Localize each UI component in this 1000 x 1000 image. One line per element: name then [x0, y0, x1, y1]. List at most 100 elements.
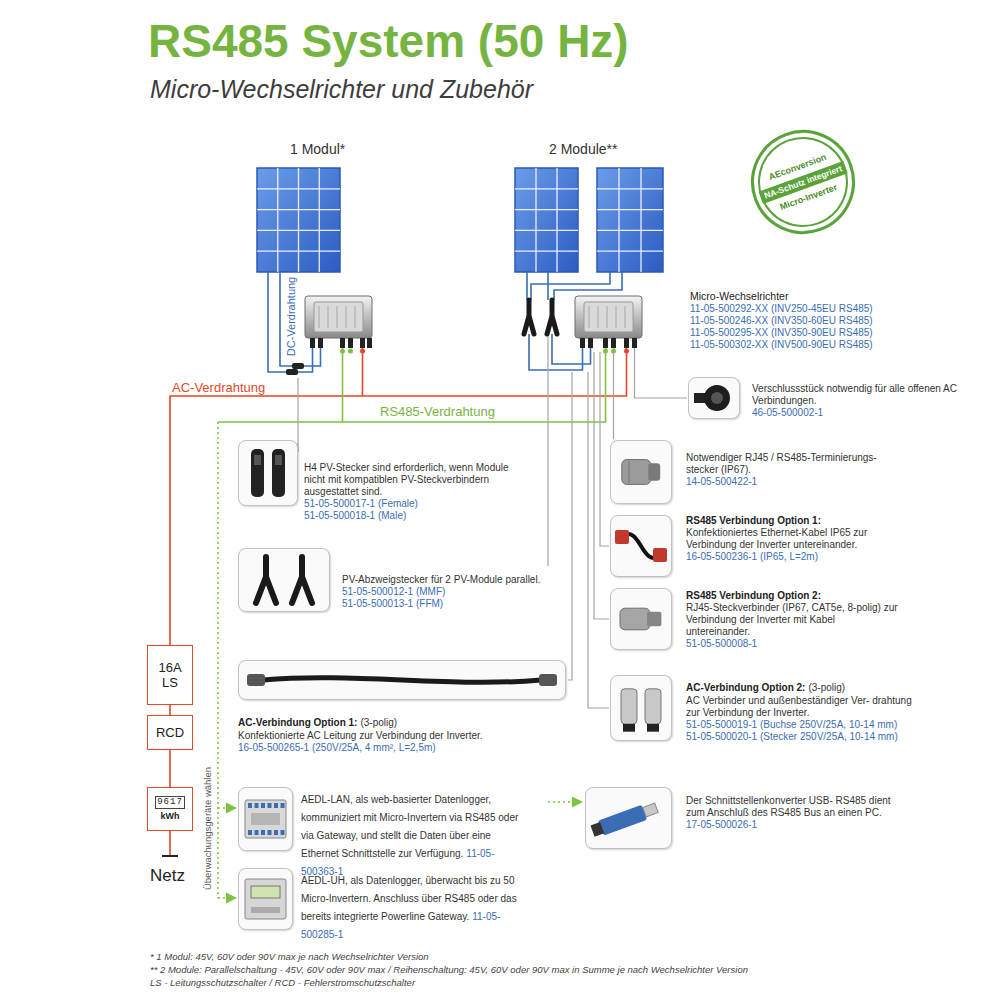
accessory-callout: H4 PV-Stecker sind erforderlich, wenn Mo…: [238, 440, 529, 522]
product-icon: [611, 516, 671, 576]
rcd-box: RCD: [147, 715, 193, 750]
device-label: RCD: [154, 725, 186, 740]
product-icon: [239, 869, 292, 929]
accessory-callout: AC-Verbindung Option 2:(3-polig)AC Verbi…: [610, 675, 926, 743]
description-text: Konfektioniertes Ethernet-Kabel IP65 zur…: [686, 527, 901, 551]
callout-text: Verschlussstück notwendig für alle offen…: [752, 383, 967, 419]
accessory-callout: PV-Abzweigstecker für 2 PV-Module parall…: [238, 548, 542, 612]
product-icon: [611, 441, 671, 503]
part-number: 51-05-500020-1 (Stecker 250V/25A, 10-14 …: [686, 731, 926, 743]
certification-badge: AEconversionNA-Schutz integriertMicro-In…: [736, 115, 869, 248]
description-text: PV-Abzweigstecker für 2 PV-Module parall…: [342, 574, 542, 586]
usb-line: [548, 801, 582, 803]
dc-wire: [547, 272, 549, 300]
pv-plug: [292, 363, 304, 369]
pin-count: (3-polig): [808, 682, 845, 693]
solar-panel: [597, 168, 663, 272]
footnote: LS - Leitungsschutzschalter / RCD - Fehl…: [150, 977, 415, 988]
footnote: * 1 Modul: 45V, 60V oder 90V max je nach…: [150, 951, 429, 962]
description-text: AC Verbinder und außenbeständiger Ver- d…: [686, 695, 926, 719]
branch-connector: [547, 300, 557, 334]
product-icon: [689, 378, 739, 418]
monitor-line: [217, 422, 219, 898]
callout-text: AEDL-LAN, als web-basierter Datenlogger,…: [301, 789, 529, 879]
callout-text: Notwendiger RJ45 / RS485-Terminierungs- …: [686, 452, 901, 488]
solar-panel: [257, 168, 340, 272]
grid-terminal: [162, 855, 178, 857]
dc-wire: [526, 272, 528, 300]
callout-text: AC-Verbindung Option 2:(3-polig)AC Verbi…: [686, 677, 926, 743]
leader-line: [568, 372, 572, 680]
micro-inverter: [575, 296, 642, 354]
monitor-line: [218, 807, 236, 809]
callout-frame: [610, 440, 672, 504]
ac-connector: [169, 705, 171, 715]
part-number: 11-05-500292-XX (INV250-45EU RS485): [690, 303, 873, 315]
part-number: 51-05-500008-1: [686, 638, 901, 650]
ac-wire: [169, 831, 171, 856]
leader-line: [613, 348, 614, 439]
device-label: 16A LS: [154, 660, 186, 690]
callout-text: PV-Abzweigstecker für 2 PV-Module parall…: [342, 574, 542, 610]
part-number: 11-05-500246-XX (INV350-60EU RS485): [690, 315, 873, 327]
leader-line: [547, 336, 548, 566]
meter-reading: 9617: [155, 796, 185, 809]
callout-text: AEDL-UH, als Datenlogger, überwacht bis …: [301, 870, 529, 942]
callout-text: Der Schnittstellenkonverter USB- RS485 d…: [686, 795, 891, 831]
part-number: 46-05-500002-1: [752, 407, 967, 419]
leader-line: [594, 352, 609, 619]
leader-line: [600, 352, 609, 546]
leader-line: [588, 372, 609, 708]
description-text: Konfektionierte AC Leitung zur Verbindun…: [238, 730, 568, 742]
ac-wire: [362, 348, 364, 396]
callout-frame: [610, 675, 672, 741]
description-text: H4 PV-Stecker sind erforderlich, wenn Mo…: [304, 462, 529, 498]
ac-wire: [170, 348, 627, 645]
monitor-label: Überwachungsgeräte wählen: [202, 766, 213, 889]
pv-plug: [286, 369, 298, 375]
datalogger-callout: AEDL-LAN, als web-basierter Datenlogger,…: [238, 787, 529, 879]
accessory-callout: Notwendiger RJ45 / RS485-Terminierungs- …: [610, 440, 901, 504]
part-number: 51-05-500017-1 (Female): [304, 498, 529, 510]
part-number: 51-05-500012-1 (MMF): [342, 586, 542, 598]
micro-inverter: [305, 296, 372, 354]
description-text: Notwendiger RJ45 / RS485-Terminierungs- …: [686, 452, 901, 476]
module-label: 2 Module**: [549, 141, 618, 158]
callout-text: H4 PV-Stecker sind erforderlich, wenn Mo…: [304, 462, 529, 522]
product-icon: [239, 661, 565, 699]
ac-connector: [169, 750, 171, 787]
description-text: Verschlussstück notwendig für alle offen…: [752, 383, 967, 407]
rs485-wire: [342, 348, 344, 422]
subtitle: Micro-Wechselrichter und Zubehör: [150, 74, 533, 104]
converter-callout: Der Schnittstellenkonverter USB- RS485 d…: [585, 787, 891, 849]
wiring-label: DC-Verdrahtung: [285, 276, 298, 356]
callout-text: RS485 Verbindung Option 2:RJ45-Steckverb…: [686, 590, 901, 650]
leader-line: [297, 378, 298, 452]
leader-line: [635, 348, 688, 398]
callout-frame: [238, 660, 566, 700]
dc-wire: [552, 334, 591, 364]
callout-frame: [238, 440, 298, 506]
callout-frame: [238, 548, 330, 612]
accessory-callout: RS485 Verbindung Option 2:RJ45-Steckverb…: [610, 588, 901, 650]
product-icon: [586, 788, 671, 848]
product-icon: [239, 549, 329, 611]
accessory-callout: AC-Verbindung Option 1:(3-polig)Konfekti…: [238, 660, 568, 754]
option-heading: RS485 Verbindung Option 2:: [686, 590, 901, 602]
module-label: 1 Modul*: [290, 141, 345, 158]
description-text: Der Schnittstellenkonverter USB- RS485 d…: [686, 795, 891, 819]
product-icon: [239, 441, 297, 505]
part-number: 16-05-500265-1 (250V/25A, 4 mm², L=2,5m): [238, 742, 568, 754]
accessory-callout: Verschlussstück notwendig für alle offen…: [688, 377, 967, 419]
energy-meter: 9617kWh: [147, 787, 193, 831]
branch-connector: [524, 300, 534, 334]
page-title: RS485 System (50 Hz): [148, 16, 629, 66]
part-number: 51-05-500019-1 (Buchse 250V/25A, 10-14 m…: [686, 719, 926, 731]
callout-frame: [688, 377, 740, 419]
accessory-callout: RS485 Verbindung Option 1:Konfektioniert…: [610, 515, 901, 577]
list-heading: Micro-Wechselrichter: [690, 290, 788, 303]
solar-panel: [515, 168, 578, 272]
monitor-line: [218, 897, 236, 899]
